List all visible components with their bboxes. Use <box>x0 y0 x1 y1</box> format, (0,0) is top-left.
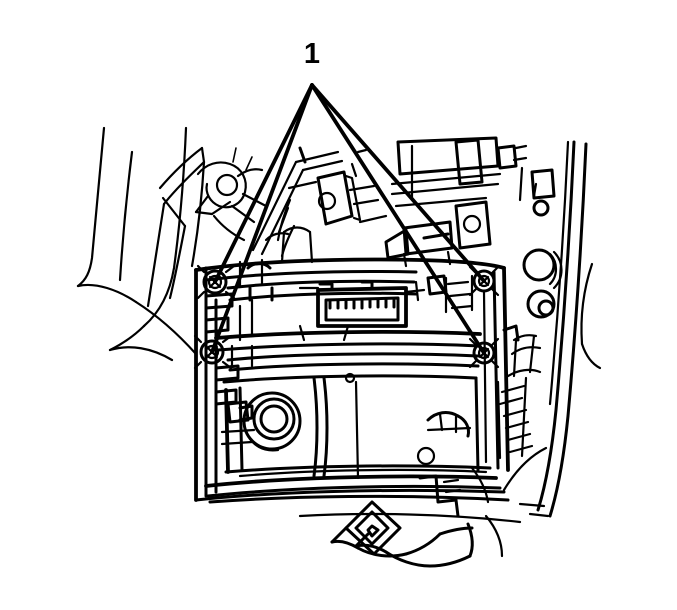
right-lower-bracket <box>418 466 490 518</box>
hinge-latch-detail <box>194 147 268 242</box>
callout-label-1: 1 <box>304 38 320 70</box>
rotary-knob-group <box>496 144 563 319</box>
upper-right-panel <box>384 136 502 268</box>
unit-mid-shelf <box>214 324 482 384</box>
electrical-connector <box>298 280 426 328</box>
wire-harness <box>330 446 548 568</box>
callout-leader-lines <box>210 83 486 355</box>
dashboard-left-contours <box>76 126 206 362</box>
right-trim-panel <box>496 140 602 518</box>
harness-connector <box>344 500 402 556</box>
faceplate-top-ledge <box>226 258 474 314</box>
screw-lower-left <box>193 334 233 370</box>
center-vent-slats <box>251 146 344 264</box>
upper-button-module <box>316 148 388 226</box>
